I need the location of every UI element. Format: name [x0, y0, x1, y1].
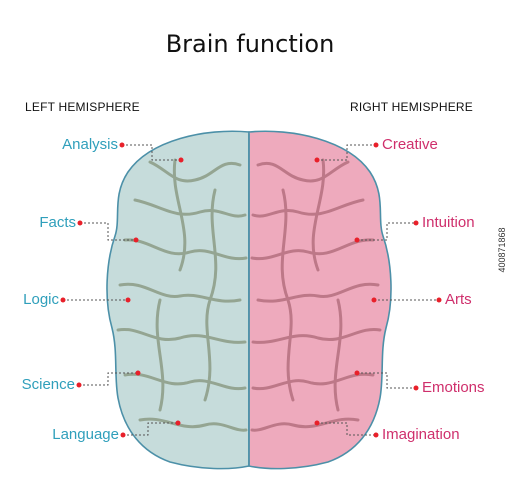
label-analysis: Analysis [62, 136, 118, 153]
label-creative: Creative [382, 136, 438, 153]
right-hemisphere [248, 130, 392, 470]
marker-emotions-start [354, 370, 360, 376]
marker-imagination-end [373, 432, 379, 438]
right-leader-lines [317, 144, 439, 436]
label-science: Science [21, 376, 75, 393]
marker-logic-start [60, 297, 66, 303]
marker-facts-end [133, 237, 139, 243]
marker-arts-start [371, 297, 377, 303]
label-arts: Arts [445, 291, 472, 308]
label-intuition: Intuition [422, 214, 475, 231]
marker-science-end [135, 370, 141, 376]
left-hemisphere-heading: LEFT HEMISPHERE [25, 100, 140, 114]
marker-analysis-start [119, 142, 125, 148]
label-imagination: Imagination [382, 426, 460, 443]
marker-analysis-end [178, 157, 184, 163]
right-hemisphere-heading: RIGHT HEMISPHERE [350, 100, 473, 114]
diagram-title: Brain function [165, 30, 335, 58]
label-logic: Logic [23, 291, 59, 308]
marker-creative-start [314, 157, 320, 163]
left-leader-lines [63, 144, 181, 436]
marker-logic-end [125, 297, 131, 303]
marker-imagination-start [314, 420, 320, 426]
label-emotions: Emotions [422, 379, 485, 396]
marker-science-start [76, 382, 82, 388]
stock-id-watermark: 400871868 [497, 227, 507, 273]
left-hemisphere [106, 130, 250, 470]
label-language: Language [52, 426, 119, 443]
marker-arts-end [436, 297, 442, 303]
left-markers [60, 142, 184, 438]
right-markers [314, 142, 442, 438]
marker-language-end [175, 420, 181, 426]
label-facts: Facts [39, 214, 76, 231]
marker-facts-start [77, 220, 83, 226]
marker-language-start [120, 432, 126, 438]
marker-emotions-end [413, 385, 419, 391]
marker-intuition-start [354, 237, 360, 243]
marker-creative-end [373, 142, 379, 148]
marker-intuition-end [413, 220, 419, 226]
